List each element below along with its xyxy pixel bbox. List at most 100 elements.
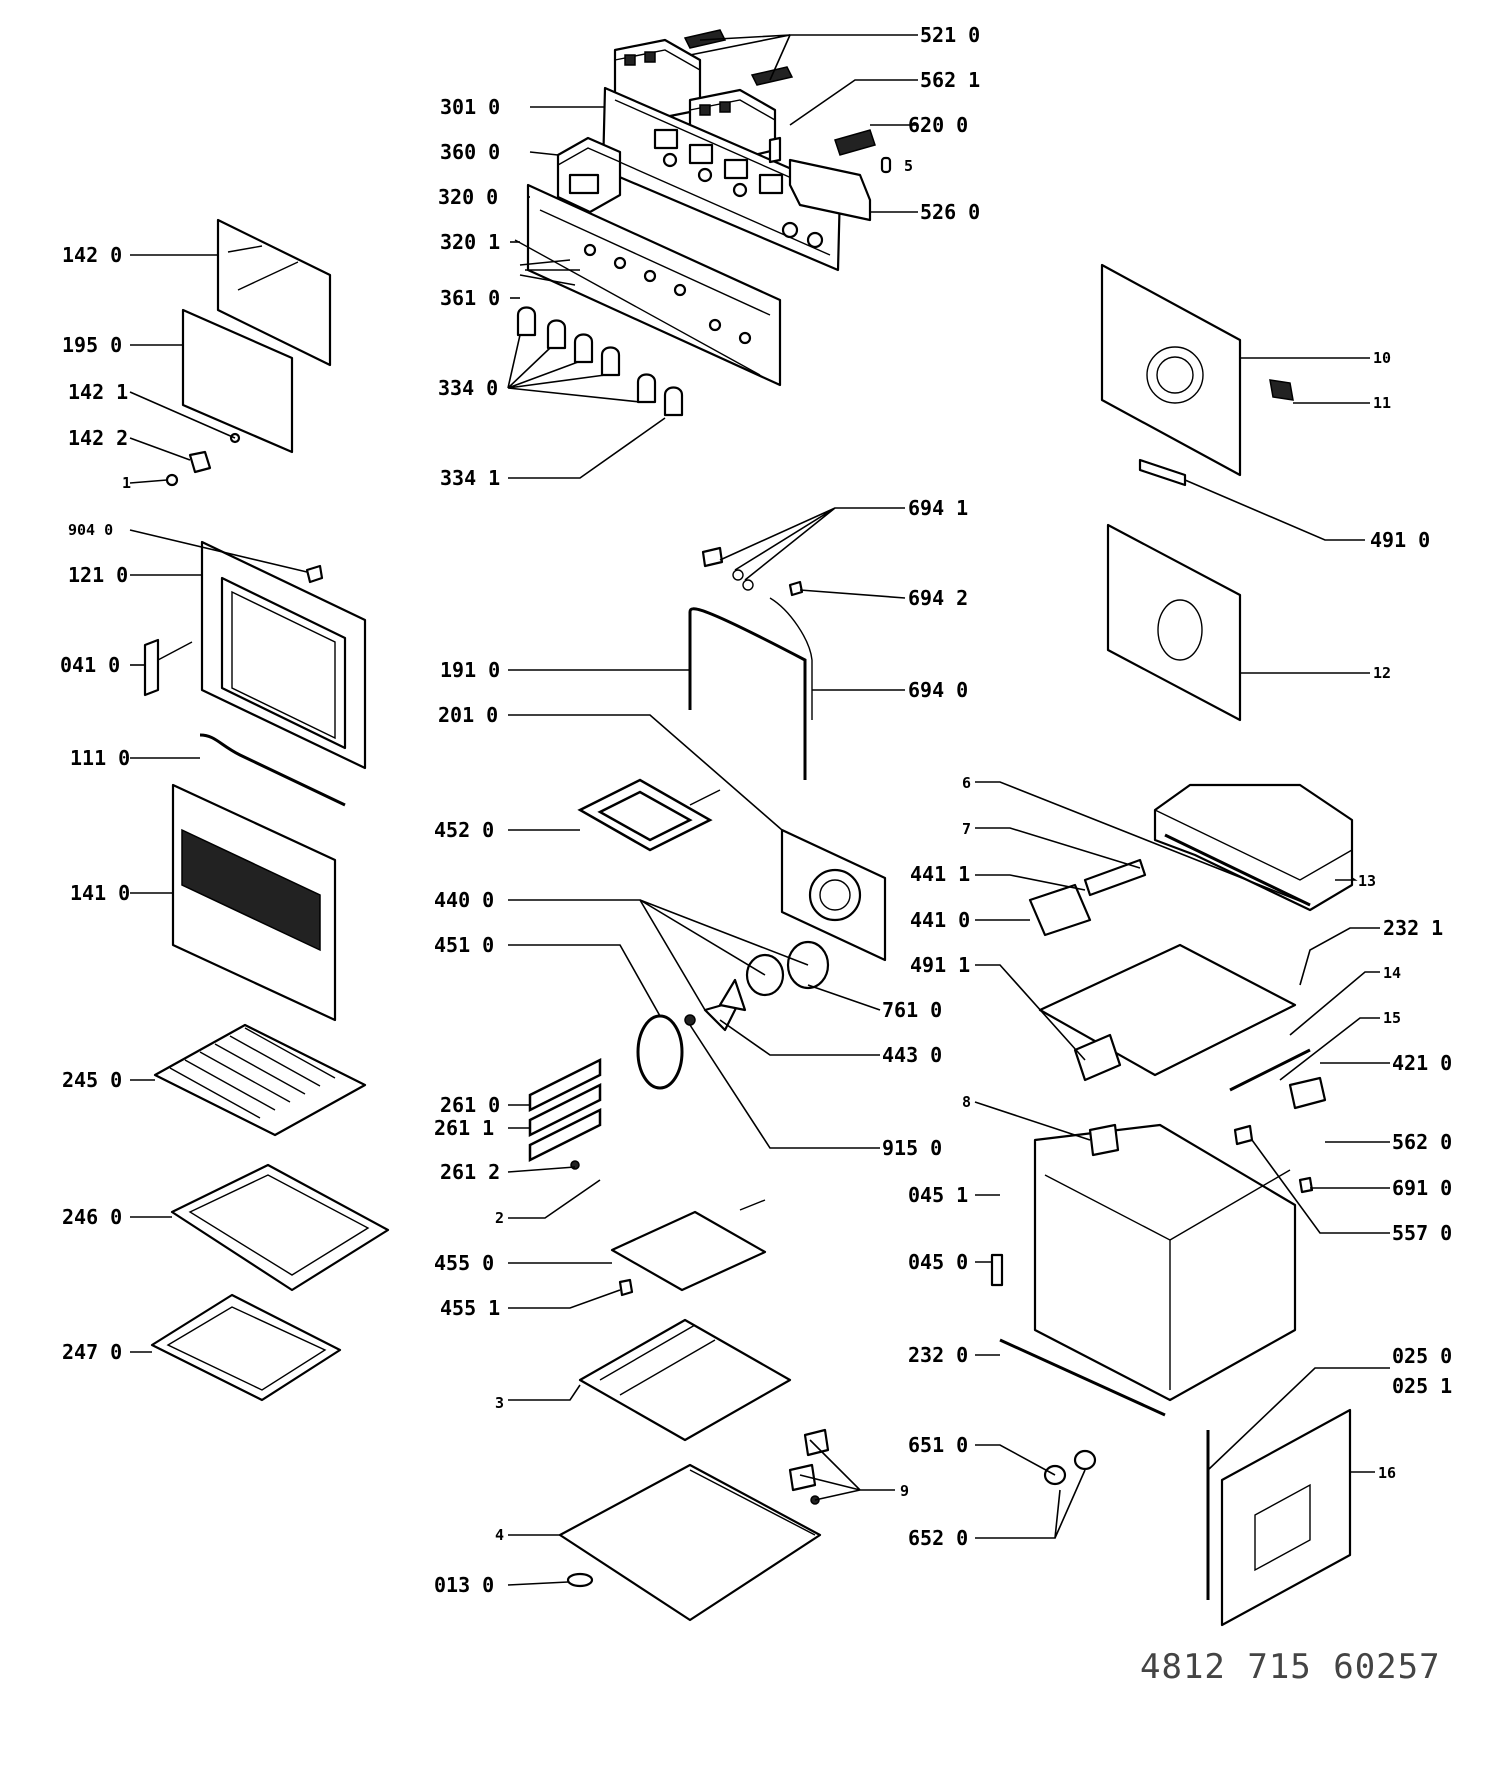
callout-5: 5: [904, 157, 913, 175]
callout-651-0: 651 0: [908, 1433, 968, 1457]
callout-141-0: 141 0: [70, 881, 130, 905]
callout-491-1: 491 1: [910, 953, 970, 977]
callout-361-0: 361 0: [440, 286, 500, 310]
callout-247-0: 247 0: [62, 1340, 122, 1364]
part-back-cover: [1100, 263, 1294, 477]
callout-15: 15: [1383, 1009, 1401, 1027]
part-grill-element: [577, 778, 721, 852]
part-glass-142: [216, 218, 332, 367]
callout-16: 16: [1378, 1464, 1396, 1482]
part-oven-cavity: [990, 1123, 1297, 1417]
callout-694-0: 694 0: [908, 678, 968, 702]
callout-025-1: 025 1: [1392, 1374, 1452, 1398]
callout-041-0: 041 0: [60, 653, 120, 677]
callout-7: 7: [962, 820, 971, 838]
part-tray-246: [170, 1163, 390, 1292]
part-knobs: [516, 306, 684, 417]
callout-201-0: 201 0: [438, 703, 498, 727]
callout-452-0: 452 0: [434, 818, 494, 842]
callout-025-0: 025 0: [1392, 1344, 1452, 1368]
callout-4: 4: [495, 1526, 504, 1544]
part-bottom-element: [610, 1199, 767, 1297]
callout-694-1: 694 1: [908, 496, 968, 520]
part-sensor-wires: [701, 546, 813, 720]
callout-441-1: 441 1: [910, 862, 970, 886]
callout-142-2: 142 2: [68, 426, 128, 450]
callout-3: 3: [495, 1394, 504, 1412]
part-side-panel: [1206, 1408, 1352, 1627]
callout-443-0: 443 0: [882, 1043, 942, 1067]
callout-045-0: 045 0: [908, 1250, 968, 1274]
callout-526-0: 526 0: [920, 200, 980, 224]
callout-1: 1: [122, 474, 131, 492]
part-bottom-plate: [578, 1318, 792, 1442]
callout-9: 9: [900, 1482, 909, 1500]
callout-11: 11: [1373, 394, 1391, 412]
part-strip-232-1: [1164, 833, 1311, 907]
part-door-frame: [200, 540, 367, 770]
callout-694-2: 694 2: [908, 586, 968, 610]
part-outer-door: [171, 783, 337, 1022]
callout-121-0: 121 0: [68, 563, 128, 587]
part-door-switches: [788, 1428, 830, 1505]
part-wire-rack: [153, 1023, 367, 1137]
part-control-bracket: [601, 86, 842, 272]
callout-195-0: 195 0: [62, 333, 122, 357]
callout-301-0: 301 0: [440, 95, 500, 119]
part-connector-491: [1138, 458, 1187, 487]
callout-013-0: 013 0: [434, 1573, 494, 1597]
part-shelf-supports: [528, 1057, 602, 1163]
part-cavity-top: [1028, 858, 1297, 1082]
callout-232-1: 232 1: [1383, 916, 1443, 940]
part-pan-247: [150, 1293, 342, 1402]
callout-320-0: 320 0: [438, 185, 498, 209]
part-base-plate: [558, 1463, 822, 1622]
callout-915-0: 915 0: [882, 1136, 942, 1160]
part-hinge: [143, 638, 193, 697]
callout-652-0: 652 0: [908, 1526, 968, 1550]
part-terminal-block: [768, 129, 892, 222]
part-handle: [199, 733, 346, 807]
callout-2: 2: [495, 1209, 504, 1227]
callout-13: 13: [1358, 872, 1376, 890]
callout-421-0: 421 0: [1392, 1051, 1452, 1075]
callout-904-0: 904 0: [68, 521, 113, 539]
callout-261-1: 261 1: [434, 1116, 494, 1140]
part-top-cover: [1153, 783, 1354, 912]
part-timer: [556, 136, 622, 214]
callout-562-1: 562 1: [920, 68, 980, 92]
callout-557-0: 557 0: [1392, 1221, 1452, 1245]
part-rails: [1229, 1048, 1327, 1146]
part-front-panel: [514, 183, 782, 387]
callout-261-2: 261 2: [440, 1160, 500, 1184]
callout-360-0: 360 0: [440, 140, 500, 164]
leader-lines: [129, 34, 1390, 1586]
callout-191-0: 191 0: [440, 658, 500, 682]
callout-6: 6: [962, 774, 971, 792]
part-back-wall: [780, 828, 887, 962]
callout-491-0: 491 0: [1370, 528, 1430, 552]
callout-261-0: 261 0: [440, 1093, 500, 1117]
callout-045-1: 045 1: [908, 1183, 968, 1207]
callout-320-1: 320 1: [440, 230, 500, 254]
callout-labels: 521 0 562 1 301 0 620 0 360 0 5 320 0 52…: [60, 23, 1452, 1597]
callout-12: 12: [1373, 664, 1391, 682]
callout-691-0: 691 0: [1392, 1176, 1452, 1200]
callout-10: 10: [1373, 349, 1391, 367]
callout-142-0: 142 0: [62, 243, 122, 267]
callout-232-0: 232 0: [908, 1343, 968, 1367]
callout-14: 14: [1383, 964, 1401, 982]
callout-334-0: 334 0: [438, 376, 498, 400]
callout-620-0: 620 0: [908, 113, 968, 137]
callout-455-1: 455 1: [440, 1296, 500, 1320]
callout-455-0: 455 0: [434, 1251, 494, 1275]
part-foot: [566, 1572, 594, 1588]
callout-8: 8: [962, 1093, 971, 1111]
callout-441-0: 441 0: [910, 908, 970, 932]
callout-521-0: 521 0: [920, 23, 980, 47]
part-switch-blocks: [613, 29, 794, 164]
callout-334-1: 334 1: [440, 466, 500, 490]
part-lamp: [1043, 1449, 1097, 1486]
callout-440-0: 440 0: [434, 888, 494, 912]
